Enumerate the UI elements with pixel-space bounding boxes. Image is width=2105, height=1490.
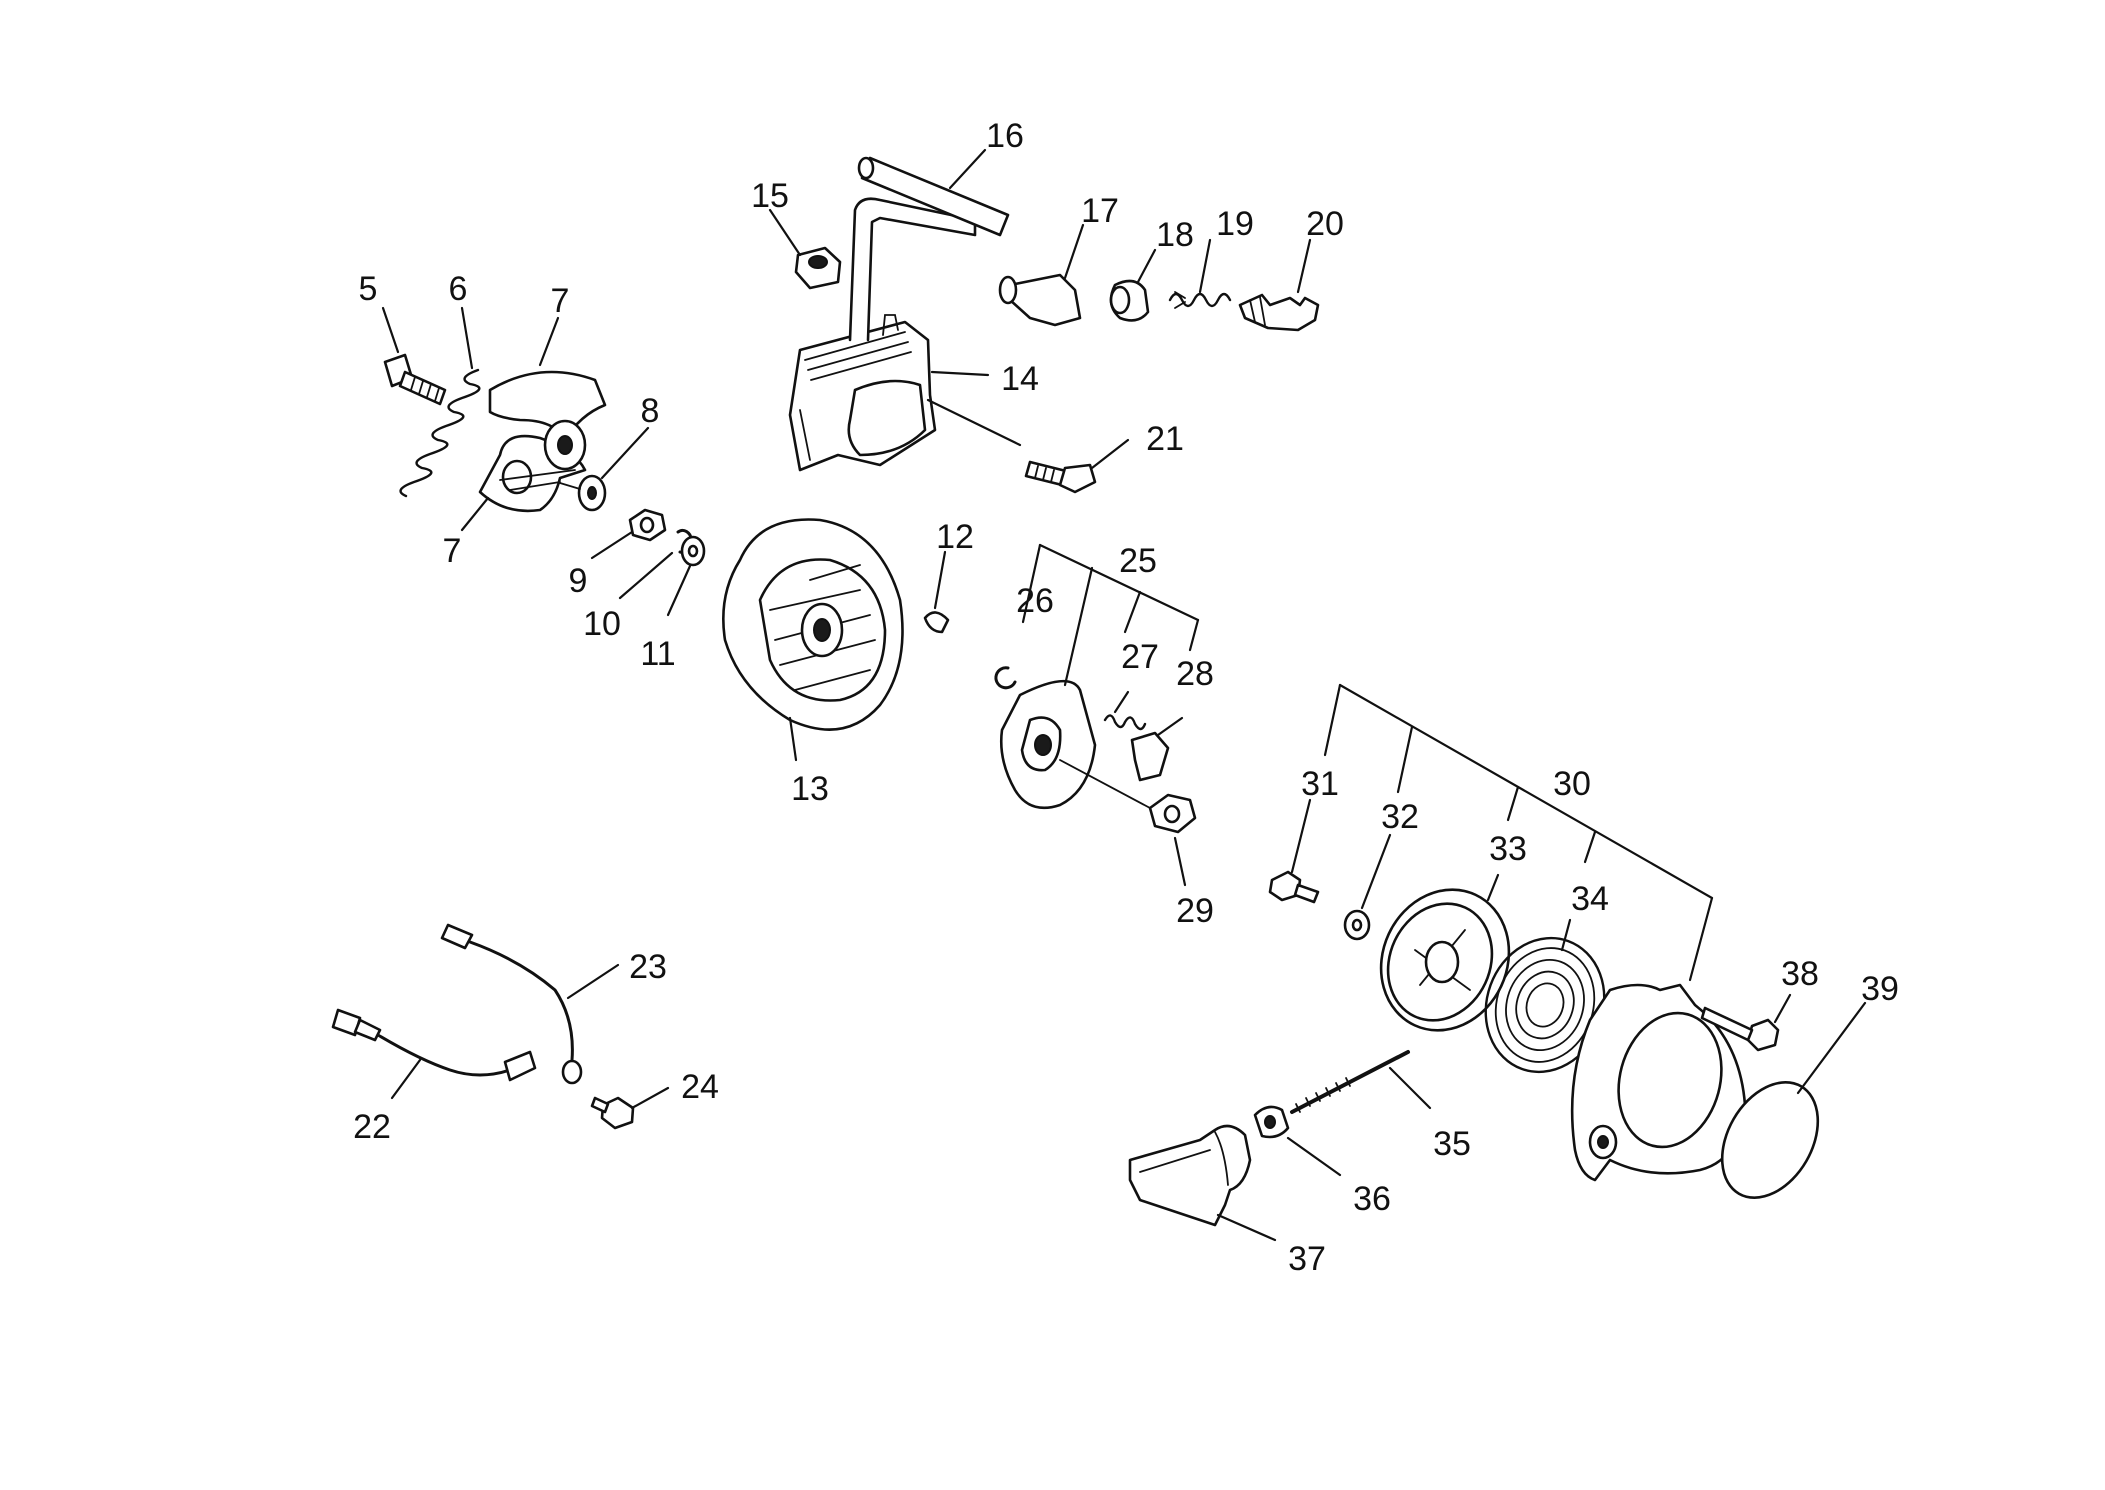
label-5: 5 [359,270,378,308]
part-18-cap[interactable] [1109,279,1150,322]
label-15: 15 [751,177,789,215]
part-11-washer[interactable] [680,535,706,567]
part-12-woodruff-key[interactable] [923,611,950,634]
label-39: 39 [1861,970,1899,1008]
label-23: 23 [629,948,667,986]
label-26: 26 [1016,582,1054,620]
part-13-flywheel[interactable] [722,518,904,731]
part-15-clip[interactable] [794,246,842,290]
label-28: 28 [1176,655,1214,693]
label-36: 36 [1353,1180,1391,1218]
label-14: 14 [1001,360,1039,398]
label-38: 38 [1781,955,1819,993]
part-36-grommet[interactable] [1253,1105,1290,1139]
label-19: 19 [1216,205,1254,243]
part-30-starter-case[interactable] [1570,983,1747,1182]
label-29: 29 [1176,892,1214,930]
label-6: 6 [449,270,468,308]
part-38-bolt[interactable] [1700,1006,1780,1052]
part-19-spring[interactable] [1168,291,1232,309]
part-24-screw[interactable] [590,1096,635,1130]
part-8-washer[interactable] [559,474,607,512]
label-16: 16 [986,117,1024,155]
part-33-pulley[interactable] [1358,869,1531,1052]
label-27: 27 [1121,638,1159,676]
label-7a: 7 [551,282,570,320]
part-26-e-clip[interactable] [994,666,1017,690]
part-37-starter-handle[interactable] [1128,1124,1252,1227]
part-5-bolt[interactable] [383,353,447,406]
label-35: 35 [1433,1125,1471,1163]
part-35-starter-rope[interactable] [1290,1050,1410,1114]
label-20: 20 [1306,205,1344,243]
label-7b: 7 [443,532,462,570]
label-9: 9 [569,562,588,600]
label-21: 21 [1146,420,1184,458]
label-31: 31 [1301,765,1339,803]
label-17: 17 [1081,192,1119,230]
part-labels: 5 6 7 7 8 9 10 11 12 13 14 15 16 17 18 1… [353,117,1899,1278]
part-39-disc[interactable] [1703,1065,1838,1214]
label-30: 30 [1553,765,1591,803]
label-22: 22 [353,1108,391,1146]
part-7-clutch-shoes[interactable] [478,370,607,513]
label-8: 8 [641,392,660,430]
part-20-spark-plug[interactable] [1238,293,1320,332]
part-32-washer[interactable] [1343,909,1371,941]
part-29-nut[interactable] [1059,759,1197,834]
label-12: 12 [936,518,974,556]
part-14-ignition-coil[interactable] [788,197,977,472]
part-9-nut[interactable] [628,508,667,542]
label-32: 32 [1381,798,1419,836]
label-10: 10 [583,605,621,643]
part-6-spring[interactable] [399,368,481,498]
label-11: 11 [640,635,675,673]
label-37: 37 [1288,1240,1326,1278]
label-25: 25 [1119,542,1157,580]
label-18: 18 [1156,216,1194,254]
part-23-ground-wire[interactable] [440,923,583,1085]
part-28-pawl[interactable] [1130,731,1170,782]
part-25-ratchet-body[interactable] [1000,679,1097,810]
part-21-bolt[interactable] [1024,460,1097,494]
part-16-tube[interactable] [857,156,1010,237]
label-13: 13 [791,770,829,808]
part-31-screw[interactable] [1268,870,1320,904]
label-24: 24 [681,1068,719,1106]
label-33: 33 [1489,830,1527,868]
part-22-wire[interactable] [331,1008,537,1082]
part-27-spring[interactable] [1103,714,1147,731]
label-34: 34 [1571,880,1609,918]
leader-lines [381,148,1867,1242]
part-17-plug-boot[interactable] [998,273,1082,327]
